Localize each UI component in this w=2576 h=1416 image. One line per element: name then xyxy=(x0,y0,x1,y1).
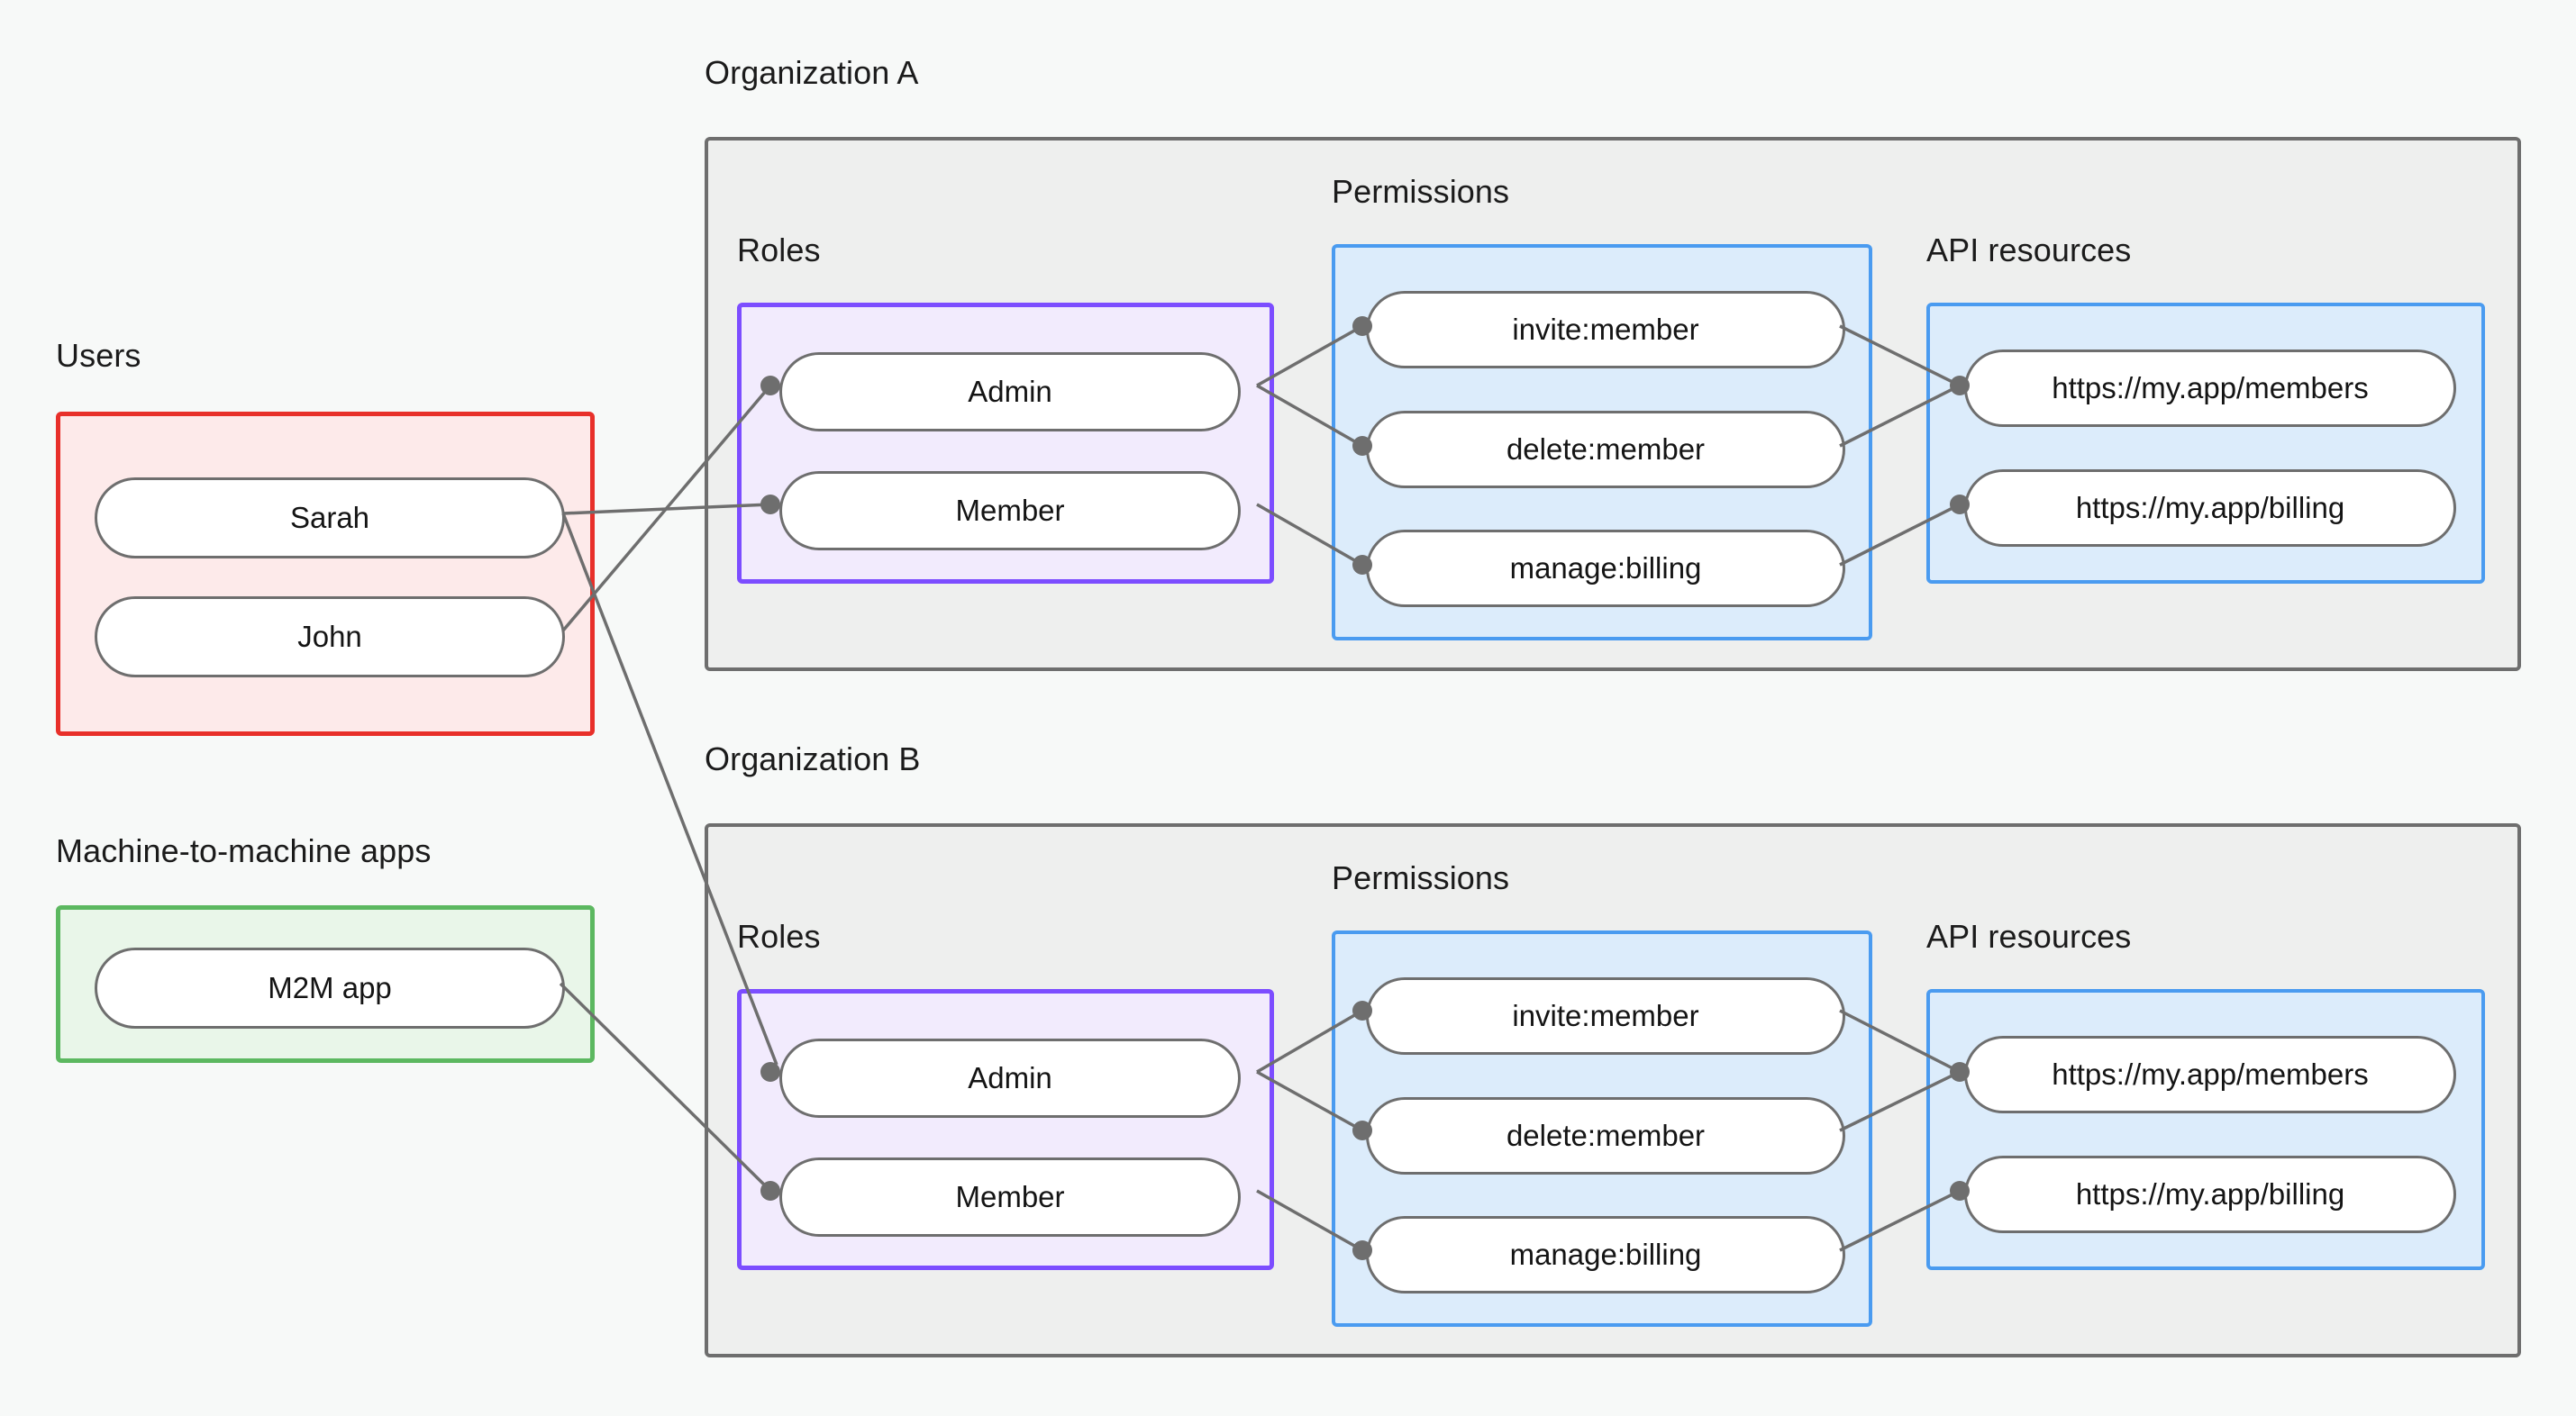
org-a-api-resource-billing[interactable]: https://my.app/billing xyxy=(1964,469,2456,547)
org-a-api-resources-container: https://my.app/members https://my.app/bi… xyxy=(1926,303,2485,584)
org-a-role-admin[interactable]: Admin xyxy=(779,352,1241,431)
org-b-role-member[interactable]: Member xyxy=(779,1157,1241,1237)
org-b-role-admin[interactable]: Admin xyxy=(779,1039,1241,1118)
org-b-permission-invite-member[interactable]: invite:member xyxy=(1366,977,1845,1055)
org-a-permission-invite-member[interactable]: invite:member xyxy=(1366,291,1845,368)
users-group-label: Users xyxy=(56,337,141,374)
org-a-roles-label: Roles xyxy=(737,231,821,268)
org-a-permission-delete-member[interactable]: delete:member xyxy=(1366,411,1845,488)
org-b-permission-manage-billing[interactable]: manage:billing xyxy=(1366,1216,1845,1293)
org-a-api-resource-members[interactable]: https://my.app/members xyxy=(1964,349,2456,427)
user-node-sarah[interactable]: Sarah xyxy=(95,477,565,558)
org-b-label: Organization B xyxy=(705,740,921,777)
m2m-node-app[interactable]: M2M app xyxy=(95,948,565,1029)
org-b-roles-label: Roles xyxy=(737,918,821,955)
org-a-permission-manage-billing[interactable]: manage:billing xyxy=(1366,530,1845,607)
org-a-permissions-container: invite:member delete:member manage:billi… xyxy=(1332,244,1872,640)
user-node-john[interactable]: John xyxy=(95,596,565,677)
org-a-label: Organization A xyxy=(705,54,919,91)
org-b-permissions-label: Permissions xyxy=(1332,859,1510,896)
org-a-api-resources-label: API resources xyxy=(1926,231,2132,268)
org-a-permissions-label: Permissions xyxy=(1332,173,1510,210)
org-b-roles-container: Admin Member xyxy=(737,989,1274,1270)
users-container: Sarah John xyxy=(56,412,595,736)
org-b-permission-delete-member[interactable]: delete:member xyxy=(1366,1097,1845,1175)
org-b-api-resource-members[interactable]: https://my.app/members xyxy=(1964,1036,2456,1113)
m2m-container: M2M app xyxy=(56,905,595,1063)
org-a-roles-container: Admin Member xyxy=(737,303,1274,584)
m2m-group-label: Machine-to-machine apps xyxy=(56,832,432,869)
org-b-api-resources-container: https://my.app/members https://my.app/bi… xyxy=(1926,989,2485,1270)
org-b-api-resource-billing[interactable]: https://my.app/billing xyxy=(1964,1156,2456,1233)
org-b-api-resources-label: API resources xyxy=(1926,918,2132,955)
org-b-permissions-container: invite:member delete:member manage:billi… xyxy=(1332,930,1872,1327)
org-a-role-member[interactable]: Member xyxy=(779,471,1241,550)
